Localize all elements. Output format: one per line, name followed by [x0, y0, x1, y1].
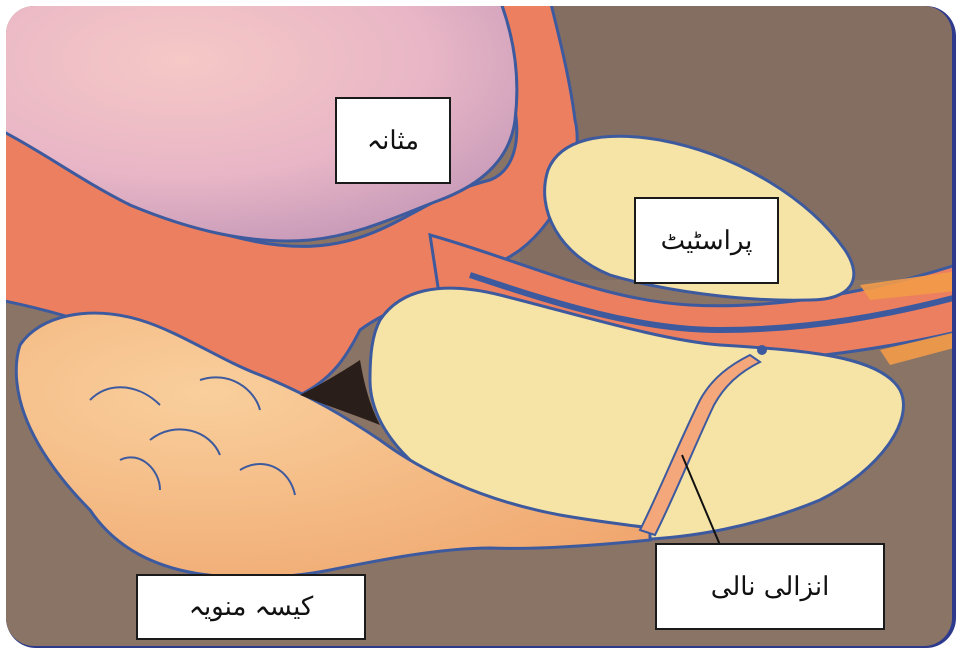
prostate-label: پراسٹیٹ — [634, 197, 779, 284]
ejaculatory-duct-label: انزالی نالی — [655, 543, 885, 630]
seminal-vesicle-label: کیسہ منویہ — [136, 574, 366, 640]
bladder-label: مثانہ — [335, 97, 451, 184]
